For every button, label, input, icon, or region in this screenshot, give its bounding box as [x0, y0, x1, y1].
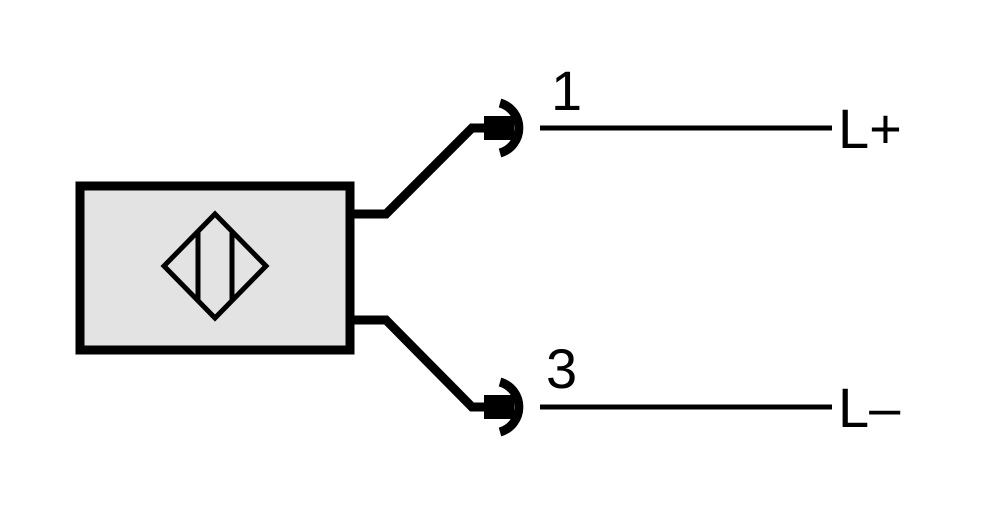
lead-wire-pin-1 [350, 123, 488, 219]
pin-number-3: 3 [546, 337, 577, 400]
signal-label-negative: L– [838, 376, 901, 439]
lead-wire-pin-3 [350, 315, 488, 412]
pin-number-1: 1 [551, 59, 582, 122]
plug-connector-icon [484, 377, 524, 437]
signal-label-positive: L+ [838, 97, 902, 160]
plug-connector-icon [484, 98, 524, 158]
sensor-housing [75, 181, 355, 355]
inductive-sensor-symbol-icon [160, 210, 270, 322]
